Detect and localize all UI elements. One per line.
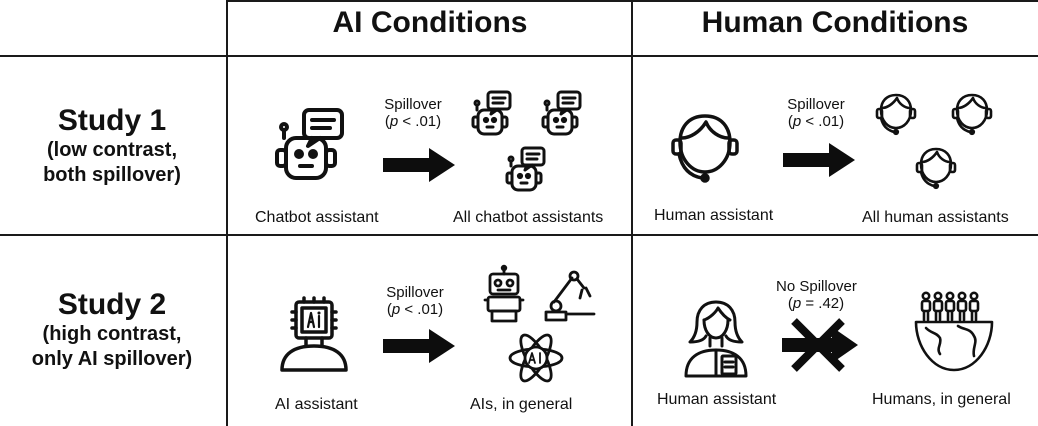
study-1-subtitle-line1: (low contrast, bbox=[46, 139, 177, 161]
study-2-title-block: Study 2 (high contrast, only AI spillove… bbox=[0, 288, 224, 372]
grid-middle-column-border bbox=[631, 0, 633, 426]
ai-chip-head-icon bbox=[276, 296, 356, 377]
study-2-human-target-label: Humans, in general bbox=[872, 391, 1011, 408]
spillover-text: Spillover bbox=[386, 284, 444, 301]
study-1-ai-spillover-label: Spillover (p < .01) bbox=[378, 96, 448, 130]
study-1-ai-source-label: Chatbot assistant bbox=[255, 209, 379, 226]
chatbot-icon bbox=[272, 108, 352, 193]
grid-row-divider bbox=[0, 234, 1038, 236]
headset-person-icon bbox=[670, 110, 740, 195]
grid-header-divider bbox=[0, 55, 1038, 57]
p-value-text: (p < .01) bbox=[787, 113, 845, 130]
study-2-subtitle-line2: only AI spillover) bbox=[31, 348, 193, 370]
p-value-text: (p < .01) bbox=[386, 301, 444, 318]
headset-person-group-icon bbox=[875, 92, 1006, 205]
study-2-ai-spillover-label: Spillover (p < .01) bbox=[380, 284, 450, 318]
female-assistant-icon bbox=[680, 298, 752, 383]
study-1-subtitle-line2: both spillover) bbox=[43, 164, 181, 186]
ai-conditions-header: AI Conditions bbox=[332, 6, 528, 39]
human-conditions-header: Human Conditions bbox=[701, 6, 969, 39]
spillover-text: Spillover bbox=[384, 96, 442, 113]
chatbot-group-icon bbox=[470, 90, 600, 207]
study-1-human-arrow-icon bbox=[783, 143, 855, 182]
study-1-title-block: Study 1 (low contrast, both spillover) bbox=[0, 104, 224, 188]
study-2-human-spillover-label: No Spillover (p = .42) bbox=[776, 278, 857, 312]
study-1-ai-target-label: All chatbot assistants bbox=[453, 209, 604, 226]
study-1-ai-arrow-icon bbox=[383, 148, 455, 187]
study-2-ai-arrow-icon bbox=[383, 329, 455, 368]
study-2-ai-target-label: AIs, in general bbox=[470, 396, 573, 413]
spillover-text: Spillover bbox=[787, 96, 845, 113]
people-on-globe-icon bbox=[912, 290, 996, 379]
study-1-human-spillover-label: Spillover (p < .01) bbox=[781, 96, 851, 130]
study-1-human-source-label: Human assistant bbox=[654, 207, 774, 224]
grid-left-column-border bbox=[226, 0, 228, 426]
study-2-human-crossed-arrow-icon bbox=[782, 317, 860, 378]
study-2-human-source-label: Human assistant bbox=[657, 391, 777, 408]
p-value-text: (p = .42) bbox=[787, 295, 845, 312]
study-2-title: Study 2 bbox=[57, 288, 167, 321]
study-2-ai-source-label: AI assistant bbox=[275, 396, 358, 413]
study-1-human-target-label: All human assistants bbox=[862, 209, 1009, 226]
p-value-text: (p < .01) bbox=[384, 113, 442, 130]
robots-and-ai-atom-icon bbox=[483, 264, 602, 393]
spillover-text: No Spillover bbox=[776, 278, 857, 295]
study-1-title: Study 1 bbox=[57, 104, 167, 137]
study-2-subtitle-line1: (high contrast, bbox=[42, 323, 182, 345]
